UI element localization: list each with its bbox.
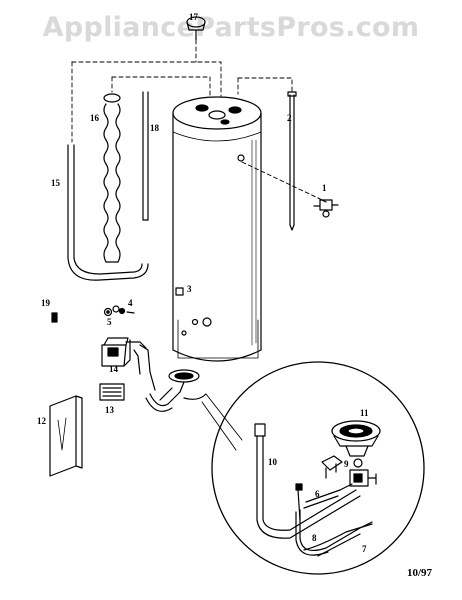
part-11-burner	[331, 420, 381, 457]
part-7-pilot-supply-tube	[303, 523, 373, 557]
callout-7: 7	[362, 544, 367, 554]
part-16-anode-rod	[103, 93, 121, 263]
callout-9: 9	[344, 459, 349, 469]
detail-magnifier	[201, 361, 425, 575]
part-9-connector	[349, 458, 377, 487]
callout-3: 3	[187, 284, 192, 294]
part-12-outer-door	[49, 395, 83, 477]
part-8-thermocouple	[295, 509, 373, 556]
callout-1: 1	[322, 183, 327, 193]
water-heater-tank	[172, 96, 262, 362]
callout-8: 8	[312, 533, 317, 543]
callout-10: 10	[268, 457, 278, 467]
callout-19: 19	[41, 298, 51, 308]
diagram-date-code: 10/97	[407, 567, 433, 579]
part-13-access-grille	[99, 383, 125, 401]
part-19-clip	[51, 312, 58, 323]
part-14-gas-control-valve	[101, 337, 156, 391]
part-10-manifold-tube	[254, 423, 361, 539]
part-6-pilot-tube	[295, 483, 353, 521]
callout-12: 12	[37, 416, 47, 426]
pilot-bracket	[321, 455, 343, 479]
callout-14: 14	[109, 364, 119, 374]
callout-17: 17	[189, 12, 199, 22]
callout-5: 5	[107, 317, 112, 327]
burner-assembly	[145, 369, 207, 412]
dashed-leader-lines	[71, 39, 319, 199]
callout-13: 13	[105, 405, 115, 415]
callout-15: 15	[51, 178, 61, 188]
callout-4: 4	[128, 298, 133, 308]
part-17-top-fitting	[186, 16, 206, 41]
part-2-rod	[287, 91, 297, 231]
callout-2: 2	[287, 113, 292, 123]
part-15-dip-tube	[67, 144, 149, 281]
callout-16: 16	[90, 113, 100, 123]
part-1-relief-valve	[313, 197, 339, 218]
callout-labels: 17 2 1 16 18 15 3 19 4 5 14 13 12 11 10 …	[37, 12, 369, 554]
part-18-drain-tube	[142, 91, 149, 221]
callout-6: 6	[315, 489, 320, 499]
callout-11: 11	[360, 408, 369, 418]
callout-18: 18	[150, 123, 160, 133]
parts-4-5-fittings	[103, 305, 135, 317]
